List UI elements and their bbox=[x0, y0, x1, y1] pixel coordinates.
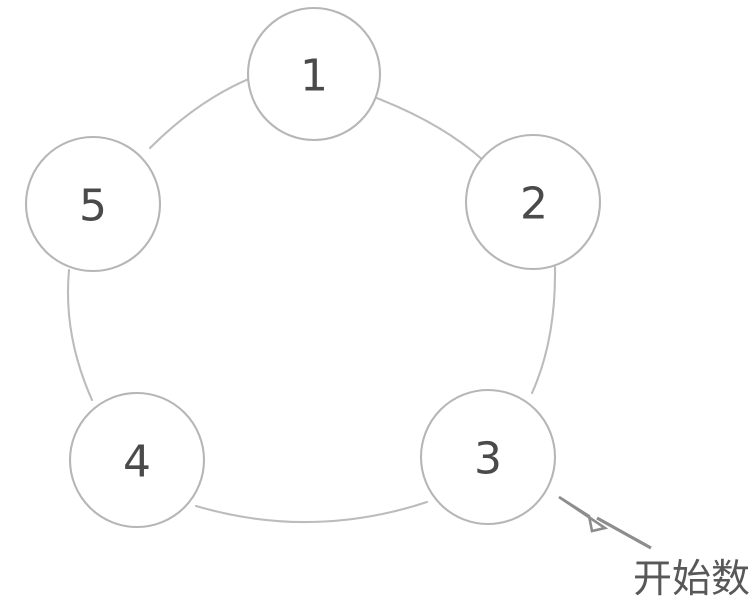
arc-node2-node3 bbox=[530, 265, 557, 395]
node-circle-2[interactable] bbox=[464, 133, 602, 271]
node-circle-3[interactable] bbox=[419, 388, 557, 526]
arrow-head-icon bbox=[558, 495, 609, 533]
arc-node4-node5 bbox=[66, 268, 94, 402]
start-annotation-arrow bbox=[558, 495, 652, 550]
ring-arc-group bbox=[66, 74, 557, 524]
arc-node5-node1 bbox=[148, 74, 258, 150]
start-annotation-label: 开始数 bbox=[633, 557, 750, 602]
node-label-3: 3 bbox=[474, 434, 502, 485]
node-circle-5[interactable] bbox=[24, 135, 162, 273]
node-group bbox=[24, 6, 602, 529]
node-label-5: 5 bbox=[79, 181, 107, 232]
node-label-group: 1 2 3 4 5 bbox=[79, 51, 548, 488]
node-label-4: 4 bbox=[123, 437, 151, 488]
node-circle-4[interactable] bbox=[68, 391, 206, 529]
node-label-2: 2 bbox=[520, 179, 548, 230]
node-circle-1[interactable] bbox=[246, 6, 382, 142]
node-label-1: 1 bbox=[300, 51, 328, 102]
arc-node3-node4 bbox=[194, 500, 429, 524]
arrow-shaft-line bbox=[596, 516, 652, 550]
arc-node1-node2 bbox=[372, 95, 485, 162]
